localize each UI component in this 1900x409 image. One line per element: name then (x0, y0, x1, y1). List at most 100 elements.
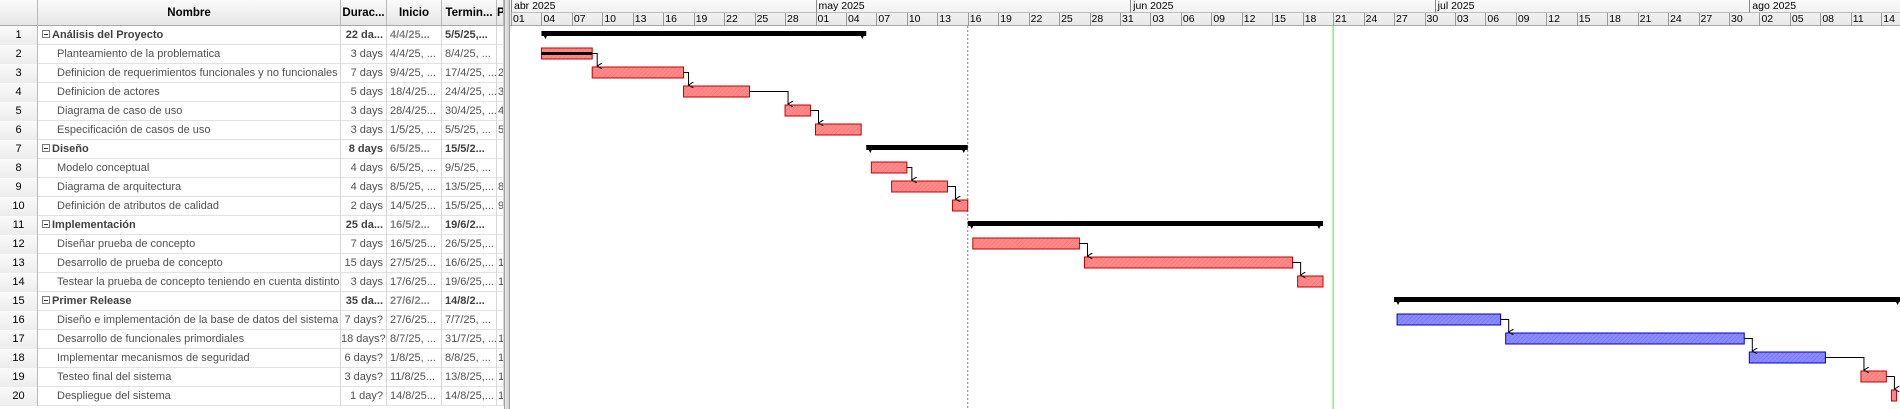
task-finish[interactable]: 30/4/25, ... (442, 102, 497, 121)
task-name[interactable]: Diseño (38, 140, 341, 159)
task-bar[interactable] (870, 161, 908, 174)
task-name[interactable]: Definicion de requerimientos funcionales… (38, 64, 341, 83)
task-finish[interactable]: 13/5/25,... (442, 178, 497, 197)
task-predecessors[interactable] (497, 292, 504, 311)
task-start[interactable]: 27/6/2... (387, 292, 442, 311)
task-duration[interactable]: 2 days (341, 197, 387, 216)
task-duration[interactable]: 6 days? (341, 349, 387, 368)
task-bar[interactable] (1890, 389, 1897, 402)
task-predecessors[interactable] (497, 159, 504, 178)
column-header-duracion[interactable]: Durac... (341, 0, 387, 26)
task-name[interactable]: Diagrama de caso de uso (38, 102, 341, 121)
task-start[interactable]: 8/7/25, ... (387, 330, 442, 349)
task-predecessors[interactable]: 19 (497, 387, 504, 406)
task-finish[interactable]: 8/8/25, ... (442, 349, 497, 368)
task-bar[interactable] (1748, 351, 1826, 364)
task-name[interactable]: Implementar mecanismos de seguridad (38, 349, 341, 368)
task-duration[interactable]: 3 days (341, 121, 387, 140)
task-duration[interactable]: 1 day? (341, 387, 387, 406)
collapse-icon[interactable] (42, 144, 50, 152)
task-name[interactable]: Diseño e implementación de la base de da… (38, 311, 341, 330)
task-start[interactable]: 27/6/25... (387, 311, 442, 330)
task-finish[interactable]: 5/5/25, ... (442, 121, 497, 140)
task-duration[interactable]: 22 da... (341, 26, 387, 45)
task-predecessors[interactable]: 5 (497, 121, 504, 140)
task-start[interactable]: 28/4/25... (387, 102, 442, 121)
task-predecessors[interactable] (497, 26, 504, 45)
task-name[interactable]: Planteamiento de la problematica (38, 45, 341, 64)
task-predecessors[interactable]: 4 (497, 102, 504, 121)
task-finish[interactable]: 17/4/25, ... (442, 64, 497, 83)
task-start[interactable]: 8/5/25, ... (387, 178, 442, 197)
task-start[interactable]: 6/5/25... (387, 140, 442, 159)
collapse-icon[interactable] (42, 296, 50, 304)
task-bar[interactable] (784, 104, 811, 117)
task-duration[interactable]: 7 days? (341, 311, 387, 330)
task-finish[interactable]: 31/7/25, ... (442, 330, 497, 349)
column-header-predecesoras[interactable]: P... (497, 0, 504, 26)
task-predecessors[interactable]: 16 (497, 330, 504, 349)
task-predecessors[interactable]: 18 (497, 368, 504, 387)
task-duration[interactable]: 3 days (341, 102, 387, 121)
task-finish[interactable]: 19/6/2... (442, 216, 497, 235)
task-finish[interactable]: 16/6/25,... (442, 254, 497, 273)
summary-bar[interactable] (866, 145, 968, 150)
task-finish[interactable]: 19/6/25,... (442, 273, 497, 292)
task-predecessors[interactable] (497, 216, 504, 235)
summary-bar[interactable] (541, 31, 867, 36)
task-duration[interactable]: 5 days (341, 83, 387, 102)
task-start[interactable]: 27/5/25... (387, 254, 442, 273)
task-duration[interactable]: 18 days? (341, 330, 387, 349)
task-name[interactable]: Definicion de actores (38, 83, 341, 102)
task-start[interactable]: 11/8/25... (387, 368, 442, 387)
task-finish[interactable]: 14/8/25,... (442, 387, 497, 406)
task-start[interactable]: 16/5/2... (387, 216, 442, 235)
task-name[interactable]: Desarrollo de prueba de concepto (38, 254, 341, 273)
task-finish[interactable]: 8/4/25, ... (442, 45, 497, 64)
task-predecessors[interactable]: 8 (497, 178, 504, 197)
task-predecessors[interactable]: 2 (497, 64, 504, 83)
task-start[interactable]: 4/4/25... (387, 26, 442, 45)
task-bar[interactable] (591, 66, 685, 79)
task-duration[interactable]: 4 days (341, 178, 387, 197)
task-bar[interactable] (891, 180, 948, 193)
task-start[interactable]: 16/5/25... (387, 235, 442, 254)
task-name[interactable]: Primer Release (38, 292, 341, 311)
task-name[interactable]: Despliegue del sistema (38, 387, 341, 406)
task-predecessors[interactable]: 9 (497, 197, 504, 216)
task-predecessors[interactable] (497, 140, 504, 159)
pane-splitter[interactable] (504, 0, 510, 409)
task-finish[interactable]: 7/7/25, ... (442, 311, 497, 330)
task-finish[interactable]: 24/4/25, ... (442, 83, 497, 102)
task-duration[interactable]: 3 days (341, 273, 387, 292)
task-name[interactable]: Diseñar prueba de concepto (38, 235, 341, 254)
column-header-terminado[interactable]: Termin... (442, 0, 497, 26)
summary-bar[interactable] (967, 221, 1323, 226)
task-duration[interactable]: 25 da... (341, 216, 387, 235)
task-finish[interactable]: 5/5/25,... (442, 26, 497, 45)
task-predecessors[interactable] (497, 45, 504, 64)
task-predecessors[interactable] (497, 235, 504, 254)
task-name[interactable]: Diagrama de arquitectura (38, 178, 341, 197)
task-name[interactable]: Implementación (38, 216, 341, 235)
column-header-inicio[interactable]: Inicio (387, 0, 442, 26)
task-bar[interactable] (1505, 332, 1745, 345)
task-bar[interactable] (683, 85, 751, 98)
task-duration[interactable]: 7 days (341, 235, 387, 254)
collapse-icon[interactable] (42, 30, 50, 38)
task-finish[interactable]: 13/8/25,... (442, 368, 497, 387)
